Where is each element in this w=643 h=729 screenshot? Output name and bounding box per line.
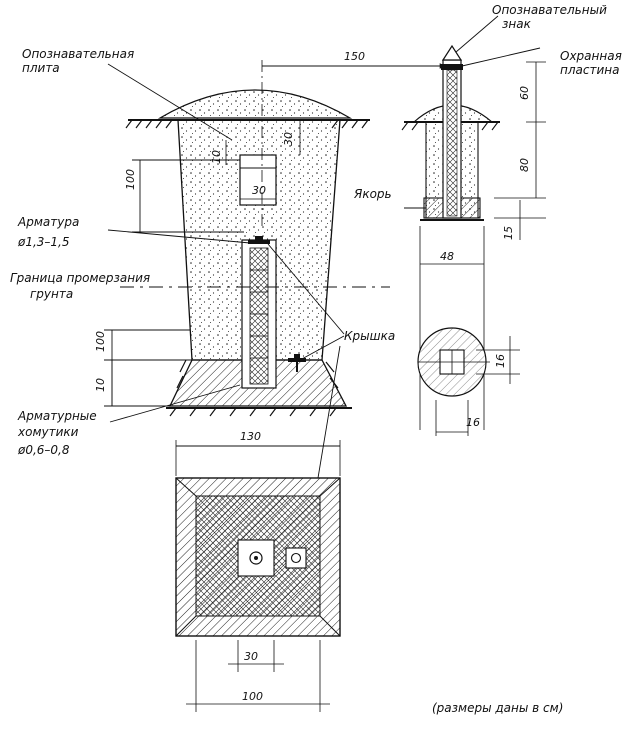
dim-80-right: 80 xyxy=(518,158,531,172)
dim-10-bottom: 10 xyxy=(94,378,107,392)
cap-symbol-top xyxy=(248,236,270,244)
earth-mound xyxy=(157,89,353,119)
ground-hatch-left xyxy=(125,119,369,129)
text-labels: Опознавательная плита Опознавательный зн… xyxy=(10,3,622,457)
dim-130: 130 xyxy=(240,430,261,443)
plan-view xyxy=(175,477,341,712)
dim-15: 15 xyxy=(502,226,515,240)
dim-150: 150 xyxy=(344,50,365,63)
marker-sign-label-2: знак xyxy=(502,17,532,31)
cap-symbol-right xyxy=(288,354,306,372)
dim-16-vert: 16 xyxy=(494,354,507,368)
dim-16-horiz: 16 xyxy=(466,416,480,429)
rebar-label-1: Арматура xyxy=(17,215,79,229)
dim-100-plan: 100 xyxy=(242,690,263,703)
stirrups-label-1: Арматурные xyxy=(17,409,97,423)
marker-plate-label-1: Опознавательная xyxy=(22,47,134,61)
guard-plate xyxy=(441,64,463,70)
cap-label: Крышка xyxy=(344,329,395,343)
marker-plate-label-2: плита xyxy=(22,61,60,75)
rebar-label-2: ø1,3–1,5 xyxy=(17,235,70,249)
dim-30-side: 30 xyxy=(282,132,295,146)
leader-lines xyxy=(107,15,541,479)
main-section xyxy=(104,60,446,476)
guard-plate-label-2: пластина xyxy=(560,63,619,77)
sign-section xyxy=(401,44,546,436)
dim-30-window: 30 xyxy=(252,184,266,197)
marker-sign-label-1: Опознавательный xyxy=(492,3,607,17)
stirrups-label-3: ø0,6–0,8 xyxy=(17,443,70,457)
stirrups-label-2: хомутики xyxy=(17,425,79,439)
dimension-texts: 150 60 80 10 30 100 30 15 48 16 16 100 1… xyxy=(94,50,531,703)
frost-label-1: Граница промерзания xyxy=(10,271,150,285)
dim-100-lower: 100 xyxy=(94,331,107,352)
sighting-block xyxy=(239,154,277,206)
frost-label-2: грунта xyxy=(30,287,73,301)
dim-10-top: 10 xyxy=(210,150,223,164)
dim-100-upper: 100 xyxy=(124,169,137,190)
base-hatch xyxy=(166,359,352,417)
guard-plate-label-1: Охранная xyxy=(560,49,622,63)
sign-tip xyxy=(441,44,463,61)
dim-60: 60 xyxy=(518,86,531,100)
dim-48: 48 xyxy=(440,250,454,263)
dim-30-plan: 30 xyxy=(244,650,258,663)
units-footnote: (размеры даны в см) xyxy=(432,701,563,715)
dim-lines-left xyxy=(104,159,244,407)
anchor-label: Якорь xyxy=(353,187,392,201)
